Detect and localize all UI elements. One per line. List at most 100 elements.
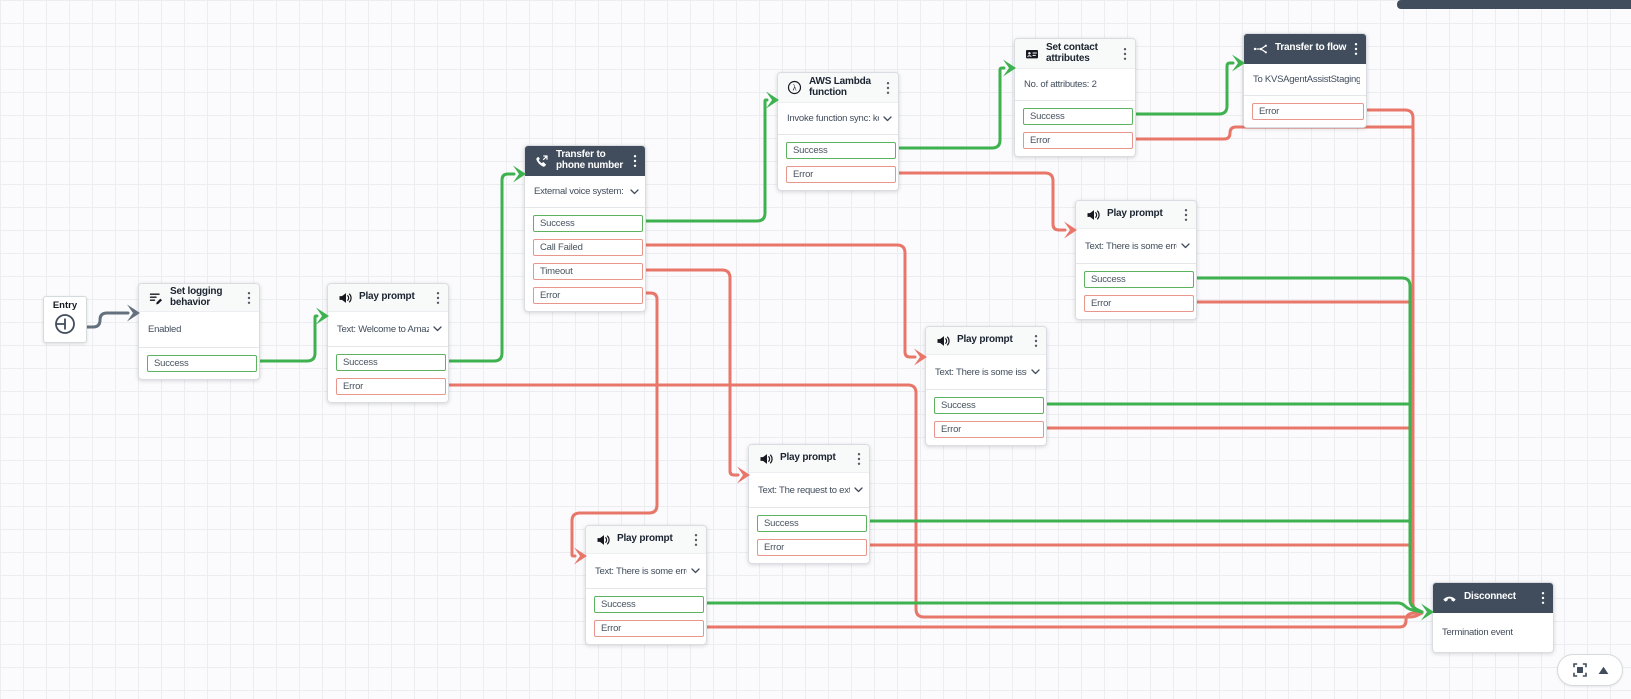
port-label: Success	[764, 518, 799, 529]
node-parameter-row[interactable]: Text: There is some error...	[1076, 229, 1196, 263]
node-title: Transfer to phone number	[556, 149, 624, 171]
kebab-menu-icon[interactable]	[432, 290, 443, 305]
port-success[interactable]: Success	[934, 397, 1044, 414]
kebab-menu-icon[interactable]	[1119, 46, 1130, 61]
port-call-failed[interactable]: Call Failed	[533, 239, 643, 256]
speaker-icon	[758, 451, 773, 466]
node-header[interactable]: Play prompt	[586, 526, 706, 554]
port-error[interactable]: Error	[533, 287, 643, 304]
chevron-down-icon[interactable]	[883, 115, 892, 122]
kebab-menu-icon[interactable]	[1180, 207, 1191, 222]
node-title: Disconnect	[1464, 591, 1516, 603]
port-label: Error	[764, 542, 785, 553]
collapse-controls-button[interactable]	[1598, 666, 1609, 675]
top-toolbar-fragment	[1397, 0, 1631, 9]
entry-output-port-icon[interactable]	[44, 313, 86, 340]
kebab-menu-icon[interactable]	[1350, 41, 1361, 56]
node-parameter-row: Enabled	[139, 312, 259, 347]
node-parameter-text: Text: The request to exte...	[758, 484, 850, 496]
node-header[interactable]: Play prompt	[328, 284, 448, 312]
port-success[interactable]: Success	[533, 215, 643, 232]
port-timeout[interactable]: Timeout	[533, 263, 643, 280]
node-parameter-row[interactable]: Invoke function sync: kor...	[778, 103, 898, 134]
node-header[interactable]: Disconnect	[1433, 583, 1553, 613]
kebab-menu-icon[interactable]	[690, 532, 701, 547]
node-parameter-row[interactable]: Text: There is some error...	[586, 554, 706, 588]
chevron-down-icon[interactable]	[1031, 369, 1040, 375]
kebab-menu-icon[interactable]	[882, 80, 893, 95]
port-error[interactable]: Error	[1023, 132, 1133, 149]
node-parameter-row[interactable]: Text: Welcome to Amazo...	[328, 312, 448, 346]
port-label: Success	[1030, 111, 1065, 122]
node-parameter-row[interactable]: Text: There is some issue...	[926, 355, 1046, 389]
node-header[interactable]: Set contact attributes	[1015, 39, 1135, 69]
port-error[interactable]: Error	[594, 620, 704, 637]
fit-to-screen-button[interactable]	[1572, 662, 1588, 678]
port-success[interactable]: Success	[336, 354, 446, 371]
node-parameter-text: Text: There is some error...	[1085, 240, 1177, 252]
kebab-menu-icon[interactable]	[853, 451, 864, 466]
chevron-down-icon[interactable]	[854, 487, 863, 493]
svg-text:λ: λ	[792, 82, 797, 92]
port-error[interactable]: Error	[786, 166, 896, 183]
port-error[interactable]: Error	[1084, 295, 1194, 312]
port-success[interactable]: Success	[147, 355, 257, 372]
port-success[interactable]: Success	[786, 142, 896, 159]
chevron-down-icon[interactable]	[630, 188, 639, 195]
node-header[interactable]: Transfer to flow	[1244, 34, 1366, 64]
port-error[interactable]: Error	[1252, 103, 1364, 120]
chevron-down-icon[interactable]	[691, 568, 700, 574]
node-parameter-text: External voice system: ko...	[534, 186, 626, 197]
kebab-menu-icon[interactable]	[1537, 590, 1548, 605]
node-parameter-text: Text: Welcome to Amazo...	[337, 323, 429, 335]
speaker-icon	[337, 290, 352, 305]
node-header[interactable]: Play prompt	[749, 445, 869, 473]
node-parameter-row[interactable]: External voice system: ko...	[525, 176, 645, 207]
node-title: Play prompt	[957, 334, 1013, 346]
port-label: Call Failed	[540, 242, 583, 253]
chevron-down-icon[interactable]	[1181, 243, 1190, 249]
kebab-menu-icon[interactable]	[629, 153, 640, 168]
port-success[interactable]: Success	[757, 515, 867, 532]
port-success[interactable]: Success	[1023, 108, 1133, 125]
node-ports: Success	[139, 347, 259, 372]
node-parameter-text: Invoke function sync: kor...	[787, 113, 879, 124]
node-title: Play prompt	[780, 452, 836, 464]
node-title: Play prompt	[617, 533, 673, 545]
port-label: Success	[540, 218, 575, 229]
phone-down-icon	[1442, 590, 1457, 605]
chevron-down-icon[interactable]	[433, 326, 442, 332]
port-error[interactable]: Error	[934, 421, 1044, 438]
logging-icon	[148, 290, 163, 305]
node-header[interactable]: Play prompt	[926, 327, 1046, 355]
speaker-icon	[935, 333, 950, 348]
kebab-menu-icon[interactable]	[1030, 333, 1041, 348]
kebab-menu-icon[interactable]	[243, 290, 254, 305]
node-header[interactable]: Transfer to phone number	[525, 146, 645, 176]
port-label: Error	[941, 424, 962, 435]
node-header[interactable]: Set logging behavior	[139, 284, 259, 312]
port-error[interactable]: Error	[336, 378, 446, 395]
entry-node: Entry	[43, 296, 87, 343]
port-label: Error	[1091, 298, 1112, 309]
port-error[interactable]: Error	[757, 539, 867, 556]
node-parameter-text: Text: There is some error...	[595, 565, 687, 577]
port-success[interactable]: Success	[594, 596, 704, 613]
port-success[interactable]: Success	[1084, 271, 1194, 288]
node-header[interactable]: Play prompt	[1076, 201, 1196, 229]
node-parameter-row[interactable]: Text: The request to exte...	[749, 473, 869, 507]
